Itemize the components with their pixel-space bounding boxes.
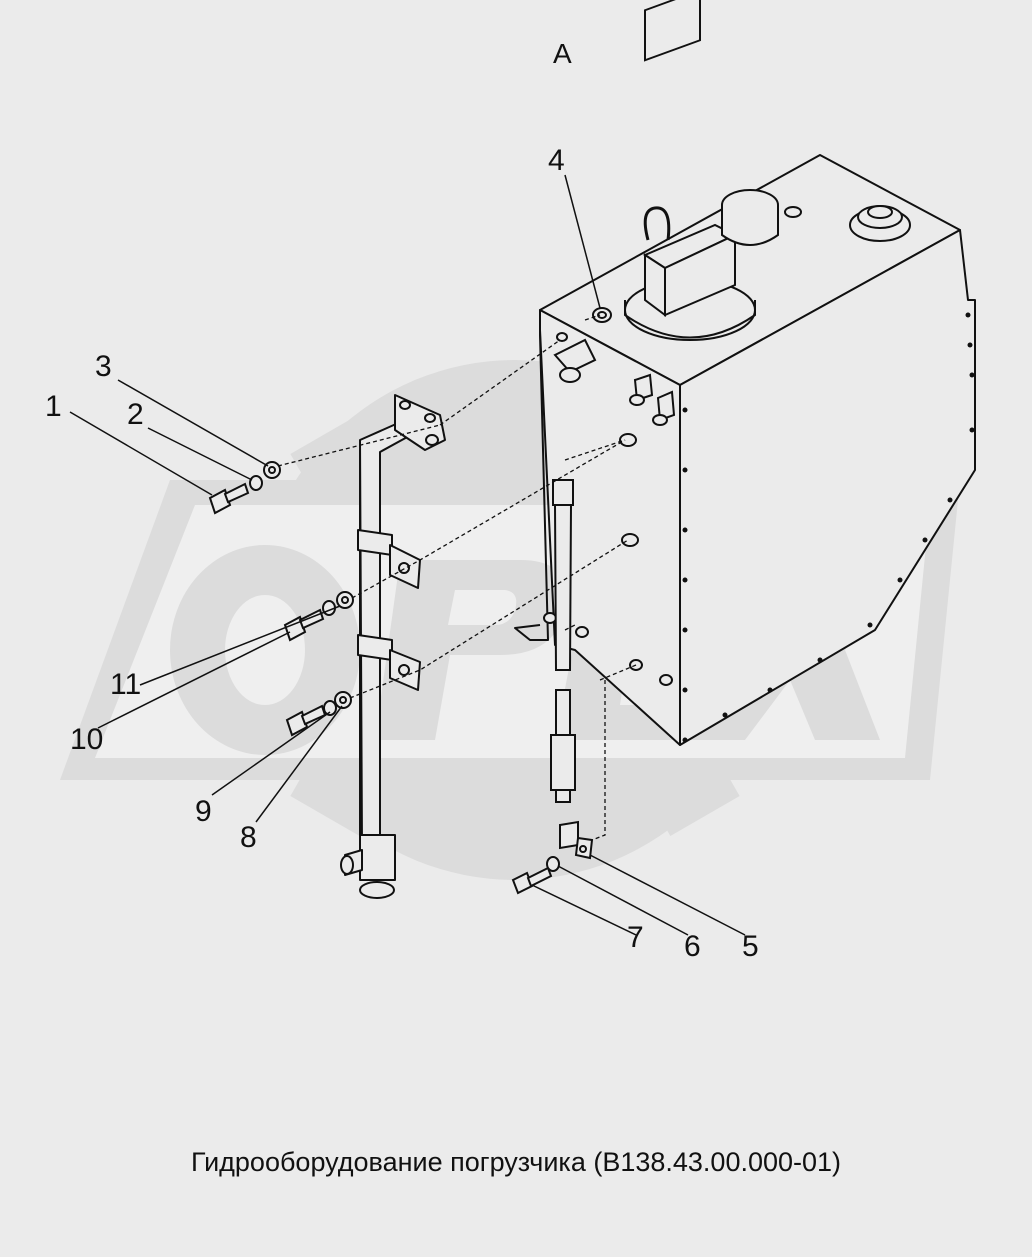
tank-filter <box>624 0 802 341</box>
callout-6: 6 <box>684 930 701 963</box>
leader-1 <box>69 411 213 496</box>
tank-filler-cap <box>849 205 911 242</box>
callout-9: 9 <box>195 795 212 828</box>
washer-6 <box>546 856 560 872</box>
callout-4: 4 <box>548 144 565 177</box>
drawing-caption: Гидрооборудование погрузчика (В138.43.00… <box>190 1147 842 1177</box>
leader-9 <box>211 711 331 796</box>
bolt-10 <box>283 608 325 642</box>
leader-6 <box>557 865 689 936</box>
suction-pipe <box>340 394 446 899</box>
callout-7: 7 <box>627 921 644 954</box>
tank-port-o-ring <box>592 307 612 323</box>
bolt-7 <box>511 866 553 895</box>
leader-lines <box>69 174 746 936</box>
tank-bolts <box>682 312 975 743</box>
leader-7 <box>531 884 637 936</box>
tank-fittings <box>543 332 676 686</box>
callout-5: 5 <box>742 930 759 963</box>
callout-10: 10 <box>70 723 104 756</box>
view-label: А <box>553 38 572 69</box>
tube-clamp-5 <box>559 820 594 860</box>
leader-10 <box>97 631 291 729</box>
washer-2 <box>249 475 263 491</box>
leader-4 <box>564 174 601 309</box>
callout-11: 11 <box>110 668 142 701</box>
callout-3: 3 <box>95 350 112 383</box>
leader-5 <box>589 854 746 936</box>
washer-8 <box>323 691 352 716</box>
leader-11 <box>139 605 341 686</box>
callout-8: 8 <box>240 821 257 854</box>
callout-1: 1 <box>45 390 62 423</box>
bolt-1 <box>208 482 250 515</box>
callout-2: 2 <box>127 398 144 431</box>
assembly-lines <box>277 314 637 841</box>
leader-2 <box>147 427 253 481</box>
leader-3 <box>117 379 269 467</box>
leader-8 <box>255 705 343 823</box>
